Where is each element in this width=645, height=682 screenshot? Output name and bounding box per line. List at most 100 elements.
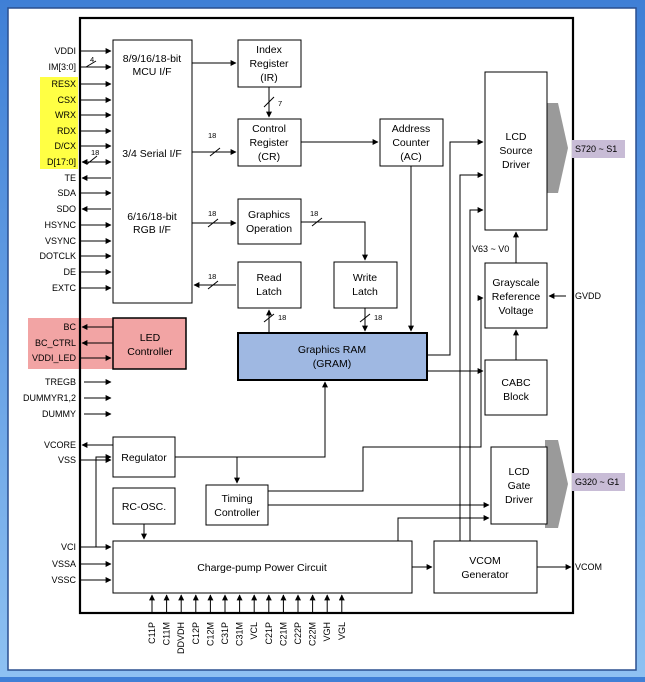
chip-boundary xyxy=(78,16,575,615)
gvdd-input-label: GVDD xyxy=(575,291,602,301)
cr-label-1: Control xyxy=(252,123,286,135)
go-label-2: Operation xyxy=(246,223,292,235)
cabc-label-1: CABC xyxy=(501,377,531,389)
gate-output-arrow xyxy=(545,440,568,528)
wl-gram-bus-width: 18 xyxy=(374,313,382,322)
ir-cr-bus-width: 7 xyxy=(278,99,282,108)
rc-osc-block xyxy=(112,487,176,525)
go-label-1: Graphics xyxy=(248,209,290,221)
vcom-gen-label-2: Generator xyxy=(461,569,509,581)
read-latch-block xyxy=(237,261,302,309)
pin-c22m: C22M xyxy=(308,622,318,646)
gram-label-2: (GRAM) xyxy=(313,358,352,370)
source-label-2: Source xyxy=(499,145,532,157)
pin-d-17-0: D[17:0] xyxy=(47,157,76,167)
pin-hsync: HSYNC xyxy=(44,220,76,230)
pin-dummyr1-2: DUMMYR1,2 xyxy=(23,393,76,403)
pin-c21p: C21P xyxy=(264,622,274,645)
wl-label-1: Write xyxy=(353,272,377,284)
serial-if-label: 3/4 Serial I/F xyxy=(122,148,182,160)
ac-label-3: (AC) xyxy=(400,151,422,163)
source-output-label: S720 ~ S1 xyxy=(575,144,617,154)
pin-vcore: VCORE xyxy=(44,440,76,450)
pin-c11m: C11M xyxy=(162,622,172,645)
pin-de: DE xyxy=(63,267,76,277)
gate-output-label: G320 ~ G1 xyxy=(575,477,619,487)
pin-c21m: C21M xyxy=(278,622,288,646)
go-wl-bus-width: 18 xyxy=(310,209,318,218)
pin-vgh: VGH xyxy=(322,622,332,642)
regulator-label: Regulator xyxy=(121,452,167,464)
pin-c11p: C11P xyxy=(147,622,157,644)
pin-bc: BC xyxy=(63,322,76,332)
control-pins-highlight xyxy=(40,77,78,169)
pin-wrx: WRX xyxy=(55,110,76,120)
pin-tregb: TREGB xyxy=(45,377,76,387)
led-label-2: Controller xyxy=(127,346,173,358)
rl-bus-width: 18 xyxy=(208,272,216,281)
source-driver-block xyxy=(484,71,548,231)
pin-im-3-0: IM[3:0] xyxy=(48,62,76,72)
pin-vssa: VSSA xyxy=(52,559,76,569)
gram-label-1: Graphics RAM xyxy=(298,344,366,356)
regulator-block xyxy=(112,436,176,478)
grayscale-label-3: Voltage xyxy=(498,305,533,317)
pin-vddi-led: VDDI_LED xyxy=(32,353,77,363)
gate-label-bg xyxy=(572,473,625,491)
wl-label-2: Latch xyxy=(352,286,378,298)
rl-label-1: Read xyxy=(256,272,281,284)
pin-c22p: C22P xyxy=(293,622,303,645)
index-register-block xyxy=(237,39,302,88)
charge-pump-label: Charge-pump Power Circuit xyxy=(197,562,327,574)
source-label-1: LCD xyxy=(505,131,526,143)
gate-label-2: Gate xyxy=(508,480,531,492)
left-pin-group: VDDIIM[3:0]RESXCSXWRXRDXD/CXD[17:0]TESDA… xyxy=(39,46,112,293)
led-pin-group: BC BC_CTRL VDDI_LED xyxy=(32,322,113,363)
ir-label-2: Register xyxy=(249,58,289,70)
pin-csx: CSX xyxy=(57,95,76,105)
pin-vgl: VGL xyxy=(337,622,347,640)
cabc-label-2: Block xyxy=(503,391,529,403)
pin-resx: RESX xyxy=(51,79,76,89)
write-latch-block xyxy=(333,261,398,309)
pin-vsync: VSYNC xyxy=(45,236,77,246)
grayscale-label-1: Grayscale xyxy=(492,277,539,289)
pin-dummy: DUMMY xyxy=(42,409,76,419)
ac-label-2: Counter xyxy=(392,137,430,149)
gate-driver-block xyxy=(490,446,548,525)
rgb-if-label-2: RGB I/F xyxy=(133,224,171,236)
pin-vssc: VSSC xyxy=(51,575,76,585)
gram-block xyxy=(237,332,428,381)
vcom-output-label: VCOM xyxy=(575,562,602,572)
led-label-1: LED xyxy=(140,332,161,344)
timing-label-1: Timing xyxy=(221,493,252,505)
rc-osc-label: RC-OSC. xyxy=(122,501,166,513)
led-controller-block xyxy=(112,317,187,370)
vcom-gen-label-1: VCOM xyxy=(469,555,501,567)
cabc-block xyxy=(484,359,548,416)
ir-label-3: (IR) xyxy=(260,72,278,84)
ac-label-1: Address xyxy=(392,123,431,135)
cr-label-3: (CR) xyxy=(258,151,280,163)
pin-rdx: RDX xyxy=(57,126,76,136)
pin-sda: SDA xyxy=(57,188,76,198)
v63-label: V63 ~ V0 xyxy=(472,244,509,254)
pin-vss: VSS xyxy=(58,455,76,465)
rl-gram-bus-width: 18 xyxy=(278,313,286,322)
source-label-3: Driver xyxy=(502,159,531,171)
grayscale-block xyxy=(484,262,548,329)
pin-bc-ctrl: BC_CTRL xyxy=(35,338,76,348)
pin-c12m: C12M xyxy=(205,622,215,646)
pin-d-cx: D/CX xyxy=(54,141,76,151)
pin-c31p: C31P xyxy=(220,622,230,645)
pin-te: TE xyxy=(64,173,76,183)
pin-dotclk: DOTCLK xyxy=(39,251,76,261)
internal-connections xyxy=(95,60,572,570)
timing-controller-block xyxy=(205,484,269,526)
mcu-if-label-2: MCU I/F xyxy=(132,66,171,78)
source-output-arrow xyxy=(545,103,568,193)
